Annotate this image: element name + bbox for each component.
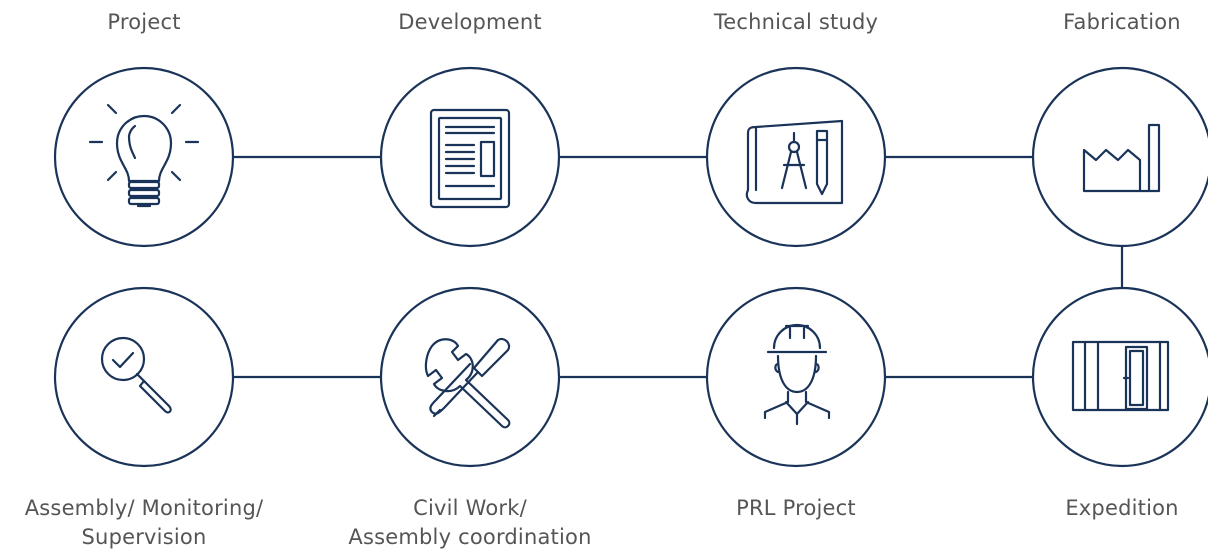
- step-label-technical-study: Technical study: [713, 10, 879, 34]
- step-label-development: Development: [398, 10, 542, 34]
- step-circle-civil-work: [379, 286, 561, 468]
- step-label-civil-work: Civil Work/ Assembly coordination: [310, 494, 630, 552]
- blueprint-icon: [745, 119, 844, 205]
- container-icon: [1071, 340, 1170, 412]
- step-label-prl-project: PRL Project: [736, 496, 856, 520]
- factory-icon: [1082, 123, 1161, 193]
- step-circle-fabrication: [1031, 66, 1208, 248]
- step-circle-development: [379, 66, 561, 248]
- step-label-project: Project: [107, 10, 181, 34]
- magnifier-check-icon: [100, 336, 172, 414]
- step-circle-expedition: [1031, 286, 1208, 468]
- step-circle-technical-study: [705, 66, 887, 248]
- tools-icon: [424, 337, 511, 429]
- step-label-expedition: Expedition: [1065, 496, 1179, 520]
- step-label-civil-work-line1: Civil Work/: [413, 496, 527, 520]
- step-circle-prl-project: [705, 286, 887, 468]
- step-label-assembly-line1: Assembly/ Monitoring/: [24, 496, 264, 520]
- step-circle-project: [53, 66, 235, 248]
- document-icon: [429, 108, 511, 209]
- lightbulb-icon: [88, 103, 200, 208]
- step-label-assembly: Assembly/ Monitoring/ Supervision: [0, 494, 304, 552]
- step-label-assembly-line2: Supervision: [81, 525, 207, 549]
- step-label-fabrication: Fabrication: [1063, 10, 1181, 34]
- step-label-civil-work-line2: Assembly coordination: [348, 525, 592, 549]
- step-circle-assembly: [53, 286, 235, 468]
- worker-icon: [763, 323, 831, 426]
